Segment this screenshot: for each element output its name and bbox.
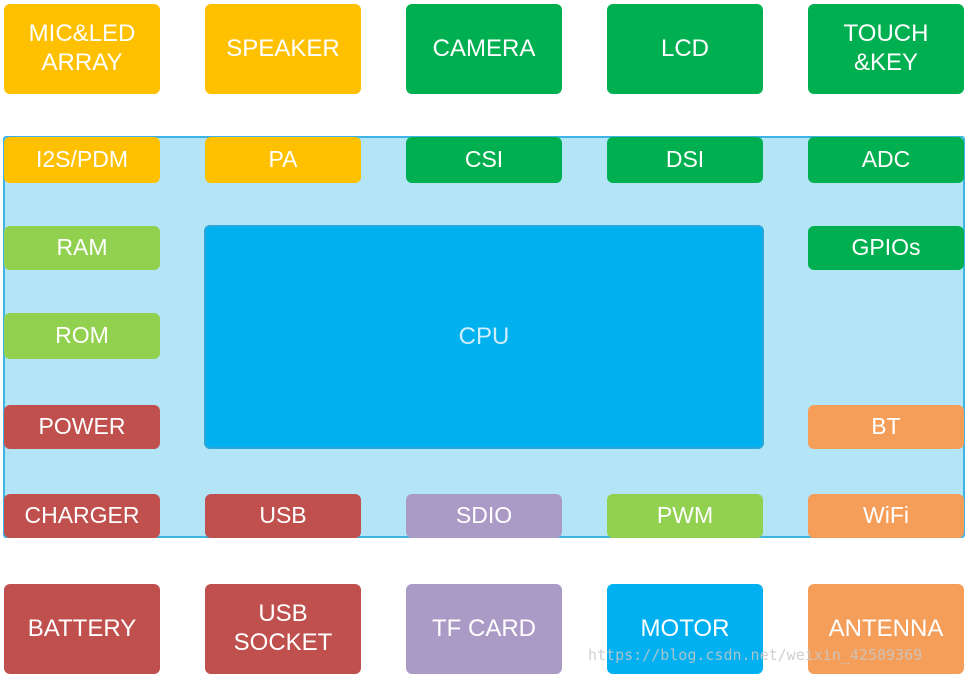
gpios-block: GPIOs — [808, 226, 964, 270]
mic-led-array-block: MIC&LED ARRAY — [4, 4, 160, 94]
wifi-block: WiFi — [808, 494, 964, 538]
dsi-block: DSI — [607, 137, 763, 183]
sdio-block: SDIO — [406, 494, 562, 538]
motor-block: MOTOR — [607, 584, 763, 674]
i2s-pdm-block: I2S/PDM — [4, 137, 160, 183]
battery-block: BATTERY — [4, 584, 160, 674]
pa-block: PA — [205, 137, 361, 183]
antenna-block: ANTENNA — [808, 584, 964, 674]
tf-card-block: TF CARD — [406, 584, 562, 674]
charger-block: CHARGER — [4, 494, 160, 538]
ram-block: RAM — [4, 226, 160, 270]
usb-socket-block: USB SOCKET — [205, 584, 361, 674]
csi-block: CSI — [406, 137, 562, 183]
lcd-block: LCD — [607, 4, 763, 94]
speaker-block: SPEAKER — [205, 4, 361, 94]
watermark-text: https://blog.csdn.net/weixin_42509369 — [588, 646, 923, 664]
bt-block: BT — [808, 405, 964, 449]
usb-block: USB — [205, 494, 361, 538]
rom-block: ROM — [4, 313, 160, 359]
cpu-block: CPU — [204, 225, 764, 449]
camera-block: CAMERA — [406, 4, 562, 94]
power-block: POWER — [4, 405, 160, 449]
touch-key-block: TOUCH &KEY — [808, 4, 964, 94]
pwm-block: PWM — [607, 494, 763, 538]
adc-block: ADC — [808, 137, 964, 183]
